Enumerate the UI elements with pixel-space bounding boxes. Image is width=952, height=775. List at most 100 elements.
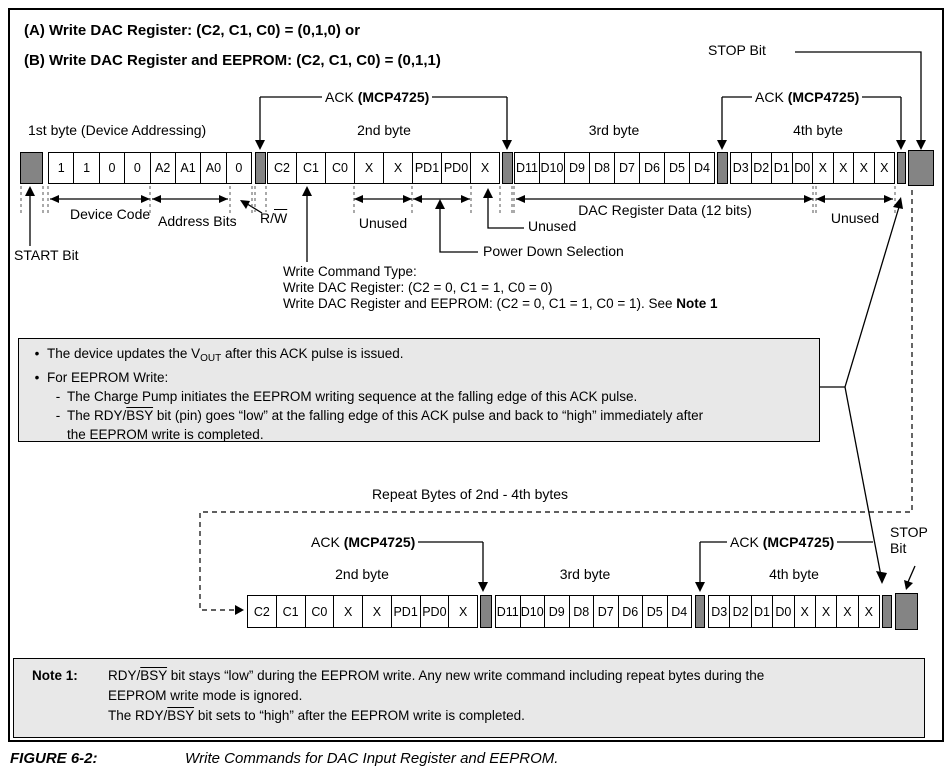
wct-line3-text: Write DAC Register and EEPROM: (C2 = 0, … — [283, 296, 677, 311]
byte3-label-row2: 3rd byte — [559, 566, 611, 582]
bit-cell: D6 — [617, 596, 643, 627]
dac-data-label: DAC Register Data (12 bits) — [578, 202, 752, 218]
bit-cell: X — [470, 153, 499, 183]
note1-label: Note 1: — [32, 668, 78, 683]
byte4-label: 4th byte — [793, 122, 843, 138]
ack-device-text: (MCP4725) — [762, 534, 835, 550]
ack-label-2: ACK (MCP4725) — [752, 89, 863, 105]
bit-cell: 1 — [57, 161, 65, 175]
bit-cell: D9 — [564, 153, 589, 183]
bit-cell: X — [448, 596, 477, 627]
bit-cell: 0 — [98, 153, 124, 183]
note1-line1: RDY/BSY bit stays “low” during the EEPRO… — [108, 666, 764, 686]
bit-cell: X — [873, 153, 895, 183]
stop-bit-cell-2 — [895, 593, 918, 630]
bit-cell: D9 — [544, 596, 569, 627]
note1-line3: The RDY/BSY bit sets to “high” after the… — [108, 706, 764, 726]
ack-label-3: ACK (MCP4725) — [308, 534, 419, 550]
note-dash-2: - The RDY/BSY bit (pin) goes “low” at th… — [27, 406, 811, 425]
note-d1-text: The Charge Pump initiates the EEPROM wri… — [67, 389, 638, 404]
bit-cell: A1 — [174, 153, 200, 183]
bit-cell: PD1 — [412, 153, 441, 183]
unused-elbow-line — [487, 192, 524, 229]
note-bullet-1: • The device updates the VOUT after this… — [27, 344, 811, 368]
bit-cell: C0 — [325, 153, 354, 183]
bit-cell: D4 — [666, 596, 692, 627]
bit-cell: 0 — [124, 153, 149, 183]
note-dash-1: - The Charge Pump initiates the EEPROM w… — [27, 387, 811, 406]
bit-cell: PD0 — [441, 153, 470, 183]
bit-cell: D1 — [750, 596, 772, 627]
stop2-pointer-line — [907, 565, 916, 583]
ack-cell-4 — [897, 152, 906, 184]
bit-cell: 1 — [73, 153, 98, 183]
unused-label-1: Unused — [358, 215, 408, 231]
wct-line2: Write DAC Register: (C2 = 0, C1 = 1, C0 … — [283, 280, 553, 295]
bit-cell: 0 — [225, 153, 251, 183]
repeat-loop-dashed — [199, 190, 913, 611]
b1-post: after this ACK pulse is issued. — [221, 346, 404, 361]
note-b2-text: For EEPROM Write: — [47, 370, 169, 385]
bit-cell: C1 — [296, 153, 325, 183]
bit-cell: X — [814, 596, 836, 627]
dash-icon: - — [55, 408, 61, 423]
n1l3-post: bit sets to “high” after the EEPROM writ… — [194, 708, 525, 723]
notebox-fork — [820, 206, 900, 577]
bit-cell: D7 — [593, 596, 618, 627]
bit-cell: X — [836, 596, 857, 627]
bit-cell: X — [832, 153, 854, 183]
n1l3-pre: The RDY/ — [108, 708, 168, 723]
bit-cell: D2 — [750, 153, 772, 183]
bit-cell: C2 — [253, 604, 270, 619]
n1l1-post: bit stays “low” during the EEPROM write.… — [167, 668, 765, 683]
note-d2-cont-text: the EEPROM write is completed. — [67, 427, 264, 442]
bit-cell: X — [853, 153, 874, 183]
bullet-icon: • — [34, 346, 40, 361]
note-b1-text: The device updates the VOUT after this A… — [47, 344, 404, 368]
bit-cell: D0 — [772, 596, 793, 627]
bit-cell: D4 — [689, 153, 714, 183]
bit-cell: D3 — [711, 604, 728, 619]
write-command-type-block: Write Command Type: Write DAC Register: … — [283, 264, 718, 312]
note-d2-text: The RDY/BSY bit (pin) goes “low” at the … — [67, 406, 703, 425]
byte2-label-row2: 2nd byte — [335, 566, 389, 582]
note-bullet-2: • For EEPROM Write: — [27, 368, 811, 387]
figure-caption-label: FIGURE 6-2: — [10, 750, 98, 767]
bit-cell: C0 — [304, 596, 334, 627]
title-a: (A) Write DAC Register: (C2, C1, C0) = (… — [24, 22, 361, 39]
bit-cell: X — [362, 596, 391, 627]
dash-icon: - — [55, 389, 61, 404]
bit-cell: X — [333, 596, 362, 627]
note-dash-2-cont: the EEPROM write is completed. — [67, 425, 811, 444]
bullet-icon: • — [34, 370, 40, 385]
wct-line3: Write DAC Register and EEPROM: (C2 = 0, … — [283, 296, 718, 312]
address-bits-label: Address Bits — [158, 213, 237, 229]
rw-overline: W — [274, 210, 288, 226]
bit-cell: C1 — [275, 596, 305, 627]
start-bit-cell — [20, 152, 43, 184]
bsy-overline: BSY — [140, 668, 168, 683]
ack-note-box: • The device updates the VOUT after this… — [18, 338, 820, 442]
bit-cell: A0 — [200, 153, 225, 183]
bit-cell: PD0 — [419, 596, 449, 627]
ack-text: ACK — [311, 534, 340, 550]
byte3-label: 3rd byte — [588, 122, 640, 138]
byte1-label: 1st byte (Device Addressing) — [28, 122, 207, 138]
power-down-label: Power Down Selection — [483, 243, 624, 259]
start-bit-label: START Bit — [14, 247, 79, 263]
repeat-bytes-label: Repeat Bytes of 2nd - 4th bytes — [371, 486, 569, 502]
note1-line2: EEPROM write mode is ignored. — [108, 688, 303, 703]
note1-box: Note 1: RDY/BSY bit stays “low” during t… — [13, 658, 925, 738]
ack-label-4: ACK (MCP4725) — [727, 534, 838, 550]
device-code-label: Device Code — [70, 206, 151, 222]
ack-cell-5 — [480, 595, 492, 628]
d2-pre: The RDY/ — [67, 408, 127, 423]
bit-cell: D7 — [614, 153, 639, 183]
power-down-line — [439, 204, 478, 253]
vout-subscript: OUT — [200, 353, 222, 364]
